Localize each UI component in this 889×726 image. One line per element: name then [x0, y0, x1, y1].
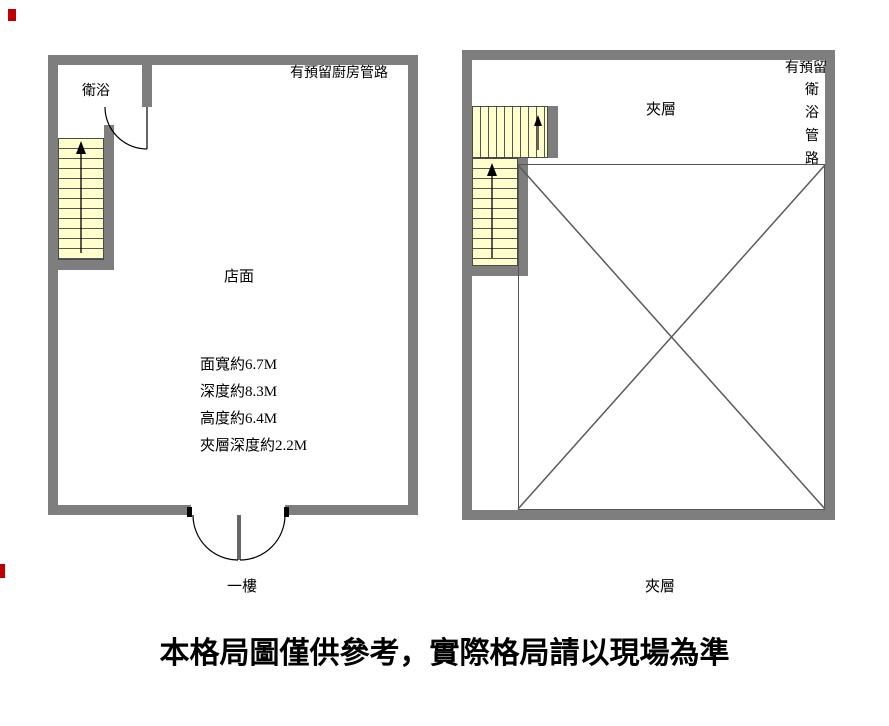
bath-pipe-note-column: 衛 浴 管 路: [804, 79, 820, 171]
measurement-line: 高度約6.4M: [200, 411, 278, 427]
disclaimer-text: 本格局圖僅供參考，實際格局請以現場為準: [159, 637, 730, 670]
red-watermark-mark: [8, 9, 16, 21]
mezzanine-outer-wall: [462, 50, 835, 520]
bath-pipe-note-char: 浴: [805, 106, 819, 121]
measurement-line: 面寬約6.7M: [200, 357, 278, 373]
bath-pipe-note-head: 有預留: [785, 61, 827, 76]
entrance-door-right-arc: [239, 514, 286, 561]
mezzanine-stair-bottom-wall: [472, 266, 528, 276]
bath-pipe-note-char: 衛: [805, 83, 819, 98]
red-watermark-mark: [0, 564, 5, 578]
stair-bottom-wall: [58, 260, 114, 270]
stair-side-wall: [104, 125, 114, 270]
door-jamb: [284, 507, 289, 517]
bathroom-label: 衛浴: [82, 84, 110, 99]
mezzanine-stair-upper-flight: [472, 106, 548, 158]
entrance-door-opening: [191, 505, 285, 515]
void-area-outline: [518, 164, 825, 510]
measurement-line: 夾層深度約2.2M: [200, 438, 308, 454]
bath-pipe-note-char: 管: [805, 129, 819, 144]
mezzanine-stair-stub-wall: [548, 106, 558, 158]
storefront-label: 店面: [224, 269, 255, 285]
mezzanine-room-label: 夾層: [646, 102, 677, 118]
mezzanine-caption: 夾層: [645, 579, 676, 595]
measurement-list: 面寬約6.7M 深度約8.3M 高度約6.4M 夾層深度約2.2M: [200, 352, 307, 460]
first-floor-staircase: [58, 138, 104, 260]
entrance-door-left-arc: [192, 514, 239, 561]
door-jamb: [187, 507, 192, 517]
measurement-line: 深度約8.3M: [200, 384, 278, 400]
kitchen-pipe-note: 有預留廚房管路: [290, 66, 388, 81]
mezzanine-stair-lower-flight: [472, 158, 518, 266]
first-floor-caption: 一樓: [227, 579, 258, 595]
bath-pipe-note-char: 路: [805, 152, 819, 167]
bathroom-partition-wall: [142, 65, 152, 107]
